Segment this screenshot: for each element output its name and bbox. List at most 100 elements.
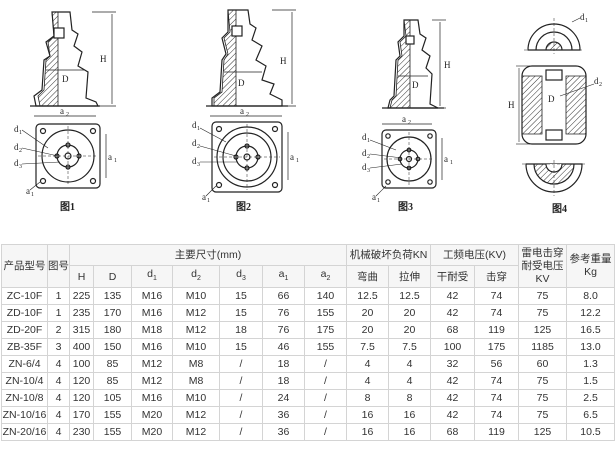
figure-4-caption: 图4 bbox=[552, 203, 567, 215]
header-sub-7: 弯曲 bbox=[346, 265, 390, 288]
svg-text:2: 2 bbox=[246, 112, 249, 118]
table-cell: 170 bbox=[69, 406, 94, 424]
header-sub-9: 干耐受 bbox=[430, 265, 476, 288]
svg-text:1: 1 bbox=[31, 192, 34, 198]
table-cell: 76 bbox=[262, 304, 305, 322]
header-mech-load: 机械破坏负荷KN bbox=[346, 244, 432, 266]
table-cell: M16 bbox=[131, 389, 173, 407]
table-cell: 8 bbox=[388, 389, 432, 407]
table-cell: 36 bbox=[262, 406, 305, 424]
table-cell: M12 bbox=[172, 423, 220, 441]
table-cell: M16 bbox=[131, 338, 173, 356]
figure-4-top-view bbox=[524, 17, 584, 54]
table-cell: 13.0 bbox=[566, 338, 616, 356]
figure-1-side-view bbox=[30, 11, 116, 107]
table-cell: 225 bbox=[69, 287, 94, 305]
fig3-label-a1-bottom: a bbox=[372, 192, 376, 202]
header-sub-5: a1 bbox=[262, 265, 305, 288]
figure-4-bottom-view bbox=[522, 160, 586, 196]
table-cell: 24 bbox=[262, 389, 305, 407]
header-freq-voltage: 工频电压(KV) bbox=[430, 244, 520, 266]
fig1-label-a1-bottom: a bbox=[26, 186, 30, 196]
fig4-label-d1: d bbox=[580, 12, 585, 22]
table-cell: 4 bbox=[47, 406, 70, 424]
table-cell: 75 bbox=[518, 287, 568, 305]
fig1-label-d1: d bbox=[14, 124, 19, 134]
svg-text:2: 2 bbox=[408, 120, 411, 126]
table-cell: 16.5 bbox=[566, 321, 616, 339]
table-cell: 12.2 bbox=[566, 304, 616, 322]
svg-text:2: 2 bbox=[367, 154, 370, 160]
fig3-label-H: H bbox=[444, 60, 451, 70]
table-cell: 85 bbox=[93, 355, 132, 373]
table-cell: 1 bbox=[47, 304, 70, 322]
cell-model: ZN-10/16 bbox=[1, 406, 48, 424]
svg-text:3: 3 bbox=[367, 168, 370, 174]
cell-model: ZN-6/4 bbox=[1, 355, 48, 373]
table-cell: / bbox=[219, 406, 263, 424]
table-cell: 155 bbox=[303, 338, 348, 356]
fig1-label-D: D bbox=[62, 74, 69, 84]
table-cell: 125 bbox=[518, 423, 568, 441]
table-cell: 18 bbox=[219, 321, 263, 339]
fig2-label-a2: a bbox=[240, 106, 244, 116]
table-cell: 10.5 bbox=[566, 423, 616, 441]
table-cell: / bbox=[219, 389, 263, 407]
fig3-label-d3: d bbox=[362, 162, 367, 172]
table-cell: 36 bbox=[262, 423, 305, 441]
fig2-label-d3: d bbox=[192, 156, 197, 166]
table-cell: 119 bbox=[474, 423, 520, 441]
header-lightning: 雷电击穿耐受电压KV bbox=[518, 244, 568, 288]
table-cell: 20 bbox=[388, 304, 432, 322]
table-cell: 155 bbox=[93, 406, 132, 424]
table-cell: 68 bbox=[430, 423, 476, 441]
table-cell: 60 bbox=[518, 355, 568, 373]
table-cell: 16 bbox=[388, 423, 432, 441]
table-cell: 4 bbox=[388, 372, 432, 390]
table-cell: 74 bbox=[474, 304, 520, 322]
svg-text:1: 1 bbox=[450, 160, 453, 166]
table-cell: 16 bbox=[346, 423, 390, 441]
table-cell: 8 bbox=[346, 389, 390, 407]
table-cell: 4 bbox=[346, 372, 390, 390]
fig2-label-a1: a bbox=[290, 152, 294, 162]
spec-table-wrapper: 产品型号 图号 主要尺寸(mm) 机械破坏负荷KN 工频电压(KV) 雷电击穿耐… bbox=[1, 244, 616, 441]
table-cell: 230 bbox=[69, 423, 94, 441]
table-cell: 74 bbox=[474, 406, 520, 424]
table-cell: 125 bbox=[518, 321, 568, 339]
header-sub-10: 击穿 bbox=[474, 265, 520, 288]
figure-1-plan-view bbox=[21, 115, 107, 191]
table-cell: M16 bbox=[131, 287, 173, 305]
table-cell: / bbox=[303, 389, 348, 407]
fig2-label-H: H bbox=[280, 56, 287, 66]
figure-2-caption: 图2 bbox=[236, 201, 251, 213]
table-cell: M12 bbox=[172, 304, 220, 322]
table-cell: 20 bbox=[388, 321, 432, 339]
fig3-label-a2: a bbox=[402, 114, 406, 124]
header-weight: 参考重量Kg bbox=[566, 244, 616, 288]
fig4-label-D: D bbox=[548, 94, 555, 104]
cell-model: ZD-20F bbox=[1, 321, 48, 339]
table-cell: M18 bbox=[131, 321, 173, 339]
header-sub-0: H bbox=[69, 265, 94, 288]
table-cell: 105 bbox=[93, 389, 132, 407]
fig1-label-a2: a bbox=[60, 106, 64, 116]
table-cell: 1.5 bbox=[566, 372, 616, 390]
svg-text:2: 2 bbox=[66, 112, 69, 118]
fig1-label-d2: d bbox=[14, 142, 19, 152]
fig2-label-d1: d bbox=[192, 120, 197, 130]
figure-1-caption: 图1 bbox=[60, 201, 75, 213]
table-cell: 42 bbox=[430, 389, 476, 407]
fig2-label-a1-bottom: a bbox=[202, 192, 206, 202]
cell-model: ZC-10F bbox=[1, 287, 48, 305]
table-cell: M12 bbox=[131, 372, 173, 390]
table-cell: 12.5 bbox=[388, 287, 432, 305]
